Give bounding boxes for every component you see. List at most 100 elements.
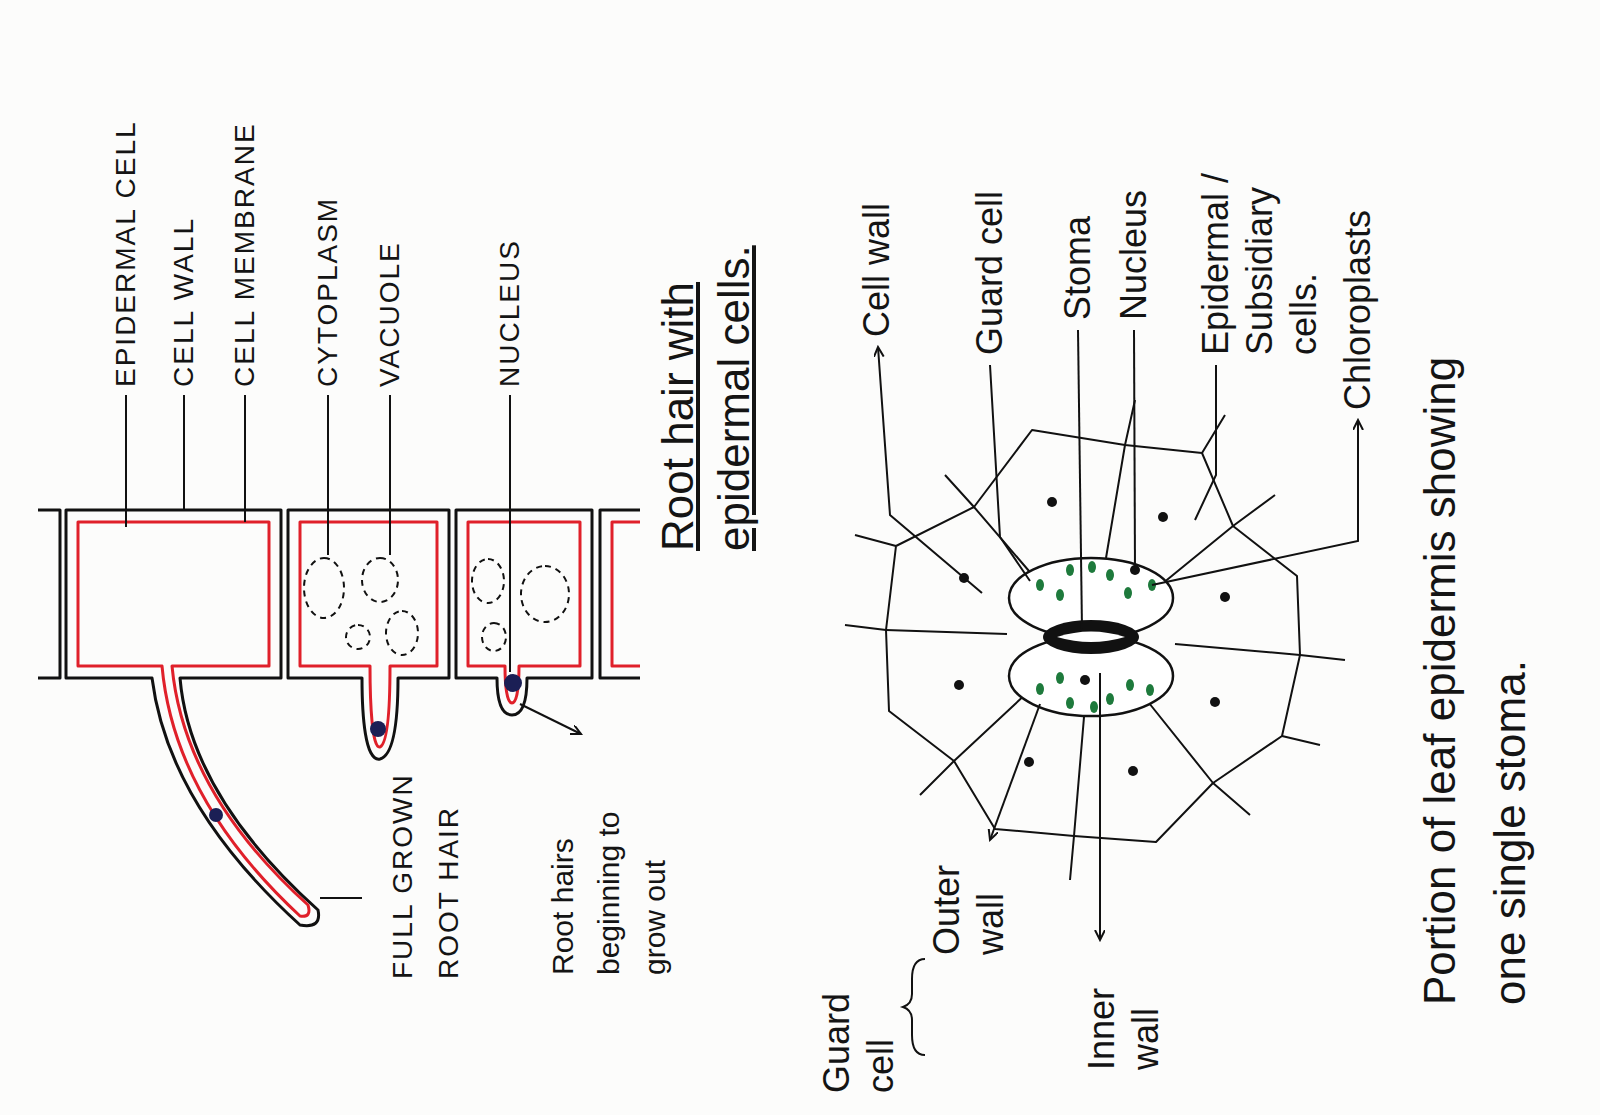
leader-arrow [520,704,581,734]
label-slot: Outer wall [925,845,1013,955]
label-slot: CELL MEMBRANE [228,122,262,387]
label-slot: FULL GROWN ROOT HAIR [380,749,472,979]
leader-line [244,395,246,522]
cell-membrane [300,522,437,747]
label-slot: NUCLEUS [493,239,527,387]
cell-wall [288,510,449,759]
partial-cell-membrane [612,522,640,666]
label-slot: CYTOPLASM [311,197,345,387]
chloroplast [1066,564,1074,576]
label-slot: Guard cell [968,191,1012,355]
nucleus [1158,512,1168,522]
nucleus [1128,766,1138,776]
brace [903,959,925,1055]
leader-lines [878,330,1358,1055]
part-label: Outer wall [925,845,1013,955]
group-label: Guard cell [815,978,903,1093]
part-label: CELL MEMBRANE [228,122,262,387]
vacuole [482,623,506,651]
leader-line [1195,365,1216,520]
cell-membrane [468,522,580,703]
label-slot: Cell wall [855,203,899,337]
part-label: Root hairs beginning to grow out [540,775,678,975]
part-label: Nucleus [1112,190,1156,320]
vacuole [386,611,418,655]
chloroplast [1056,672,1064,684]
vacuoles [304,558,569,655]
leader-line [389,395,391,555]
chloroplast [1106,693,1114,705]
vacuole [346,625,370,649]
label-slot: Stoma [1056,216,1100,320]
nucleus [954,680,964,690]
label-slot: VACUOLE [373,241,407,387]
leader-line [327,395,329,555]
label-slot: Chloroplasts [1338,210,1378,410]
chloroplast [1088,561,1096,573]
leader-line [320,897,362,899]
guard-cells [1009,558,1173,716]
label-slot: Epidermal / Subsidiary cells. [1194,120,1326,355]
part-label: Epidermal / Subsidiary cells. [1194,120,1326,355]
label-slot: Portion of leaf epidermis showing one si… [1405,305,1545,1005]
pore [1057,632,1125,643]
leader-line [1078,330,1082,630]
nucleus [1047,497,1057,507]
part-label: CYTOPLASM [311,197,345,387]
vacuole [362,558,398,602]
part-label: NUCLEUS [493,239,527,387]
vacuole [521,566,569,622]
figure-caption: Root hair with epidermal cells. [650,211,762,551]
leader-line [990,365,1030,581]
label-slot: Root hairs beginning to grow out [540,775,678,975]
chloroplasts [1036,561,1156,713]
epidermis-outline [886,430,1300,842]
chloroplast [1066,697,1074,709]
leader-arrow [1099,673,1101,940]
partial-cell-wall [600,510,640,678]
epidermal-cells [845,400,1345,880]
chloroplast [1036,683,1044,695]
pore-rim [1043,620,1139,654]
stoma-pore [1043,620,1139,654]
part-label: CELL WALL [167,217,201,387]
nucleus [1080,675,1090,685]
cell-walls [886,445,1300,836]
neighbour-walls [845,400,1345,880]
leader-arrow [1152,420,1358,585]
nucleus [370,721,386,737]
leader-line [183,395,185,510]
vacuole [472,559,504,603]
leader-line [125,395,127,527]
part-label: EPIDERMAL CELL [109,120,143,387]
part-label: Inner wall [1080,960,1168,1070]
part-label: Cell wall [855,203,899,337]
cell-wall [456,510,592,715]
cell-membrane [78,522,309,916]
chloroplast [1146,684,1154,696]
part-label: Chloroplasts [1338,210,1378,410]
label-slot: Nucleus [1112,190,1156,320]
chloroplast [1106,569,1114,581]
chloroplast [1090,701,1098,713]
label-slot: EPIDERMAL CELL [109,120,143,387]
label-slot: CELL WALL [167,217,201,387]
vacuole [304,558,344,618]
leader-arrow [878,347,982,593]
epidermal-nuclei [954,497,1230,776]
chloroplast [1124,587,1132,599]
part-label: Stoma [1056,216,1100,320]
partial-cell-wall [38,510,60,678]
figure-caption: Portion of leaf epidermis showing one si… [1405,305,1545,1005]
label-slot: Root hair with epidermal cells. [650,211,762,551]
nucleus [1024,757,1034,767]
leader-line [509,395,511,672]
label-slot: Inner wall [1080,960,1168,1070]
nucleus [1220,592,1230,602]
leader-line [1134,330,1135,570]
label-slot: Guard cell [815,978,903,1093]
nucleus [209,808,223,822]
part-label: Guard cell [968,191,1012,355]
